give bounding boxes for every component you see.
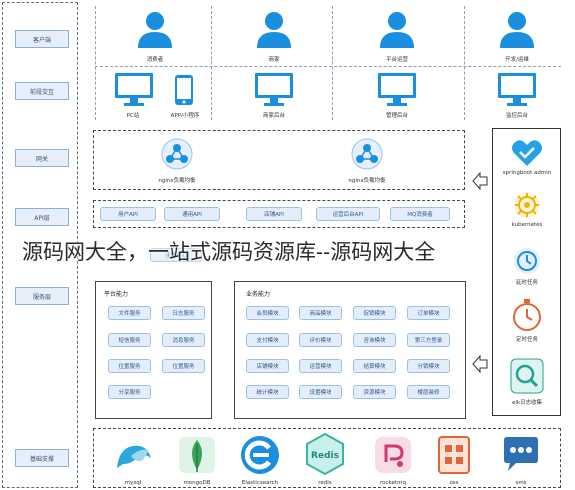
nginx-icon — [160, 137, 194, 175]
business-module: 咨询模块 — [353, 333, 396, 347]
timer-task-icon — [512, 298, 542, 336]
oss-icon — [436, 434, 472, 480]
business-module: 订单模块 — [407, 306, 450, 320]
phone-icon — [174, 74, 194, 110]
api-common: 通用API — [164, 207, 220, 221]
sms-icon — [500, 434, 542, 478]
ops-timer-task: 定时任务 — [515, 337, 538, 343]
separator — [95, 6, 96, 120]
consumer-user-icon — [136, 10, 174, 54]
mongodb-icon — [176, 434, 218, 480]
platform-module: 位置服务 — [108, 359, 151, 373]
infra-mysql: mysql — [124, 480, 142, 486]
devops-user-icon — [498, 10, 536, 54]
gateway-nginx-2: nginx负载均衡 — [348, 178, 386, 184]
business-module: 资源模块 — [353, 385, 396, 399]
merchant-monitor-icon — [254, 72, 294, 112]
api-box — [93, 200, 465, 228]
frontend-monitoring: 监控后台 — [505, 113, 528, 119]
ops-springboot-admin: springboot admin — [502, 170, 552, 176]
platform-module: 位置服务 — [162, 359, 205, 373]
nginx-icon — [350, 137, 384, 175]
platform-module: 消息服务 — [162, 333, 205, 347]
client-operator: 平台运营 — [385, 57, 408, 63]
monitoring-monitor-icon — [497, 72, 537, 112]
infra-rocketmq: rocketmq — [380, 480, 406, 486]
business-module: 商品模块 — [299, 306, 342, 320]
business-module: 结算模块 — [353, 359, 396, 373]
layer-gateway: 网关 — [15, 149, 69, 167]
api-user: 用户API — [100, 207, 156, 221]
separator — [464, 6, 465, 120]
business-module: 分销模块 — [407, 359, 450, 373]
infra-oss: oss — [449, 480, 459, 486]
business-module: 评价模块 — [299, 333, 342, 347]
watermark-text: 源码网大全，一站式源码资源库--源码网大全 — [22, 240, 436, 264]
ops-box — [492, 128, 561, 416]
frontend-app: APP/小程序 — [170, 113, 200, 119]
platform-title: 平台能力 — [104, 291, 129, 298]
business-module: 第三方登录 — [407, 333, 450, 347]
business-module: 支付模块 — [246, 333, 289, 347]
client-devops: 开发/运维 — [505, 57, 529, 63]
kubernetes-icon — [512, 190, 542, 224]
redis-icon: Redis — [304, 432, 346, 480]
separator — [95, 66, 561, 67]
frontend-pc: PC站 — [126, 113, 140, 119]
platform-module: 日志服务 — [162, 306, 205, 320]
delay-task-icon — [512, 246, 542, 280]
business-module: 统计模块 — [246, 385, 289, 399]
layer-service: 服务层 — [15, 287, 69, 305]
springboot-admin-icon — [511, 138, 543, 172]
client-consumer: 消费者 — [146, 57, 164, 63]
arrow-left-icon — [472, 354, 488, 377]
layer-api: API层 — [15, 208, 69, 226]
business-module: 会员模块 — [246, 306, 289, 320]
ops-delay-task: 延时任务 — [515, 280, 538, 286]
mysql-icon — [113, 434, 155, 480]
frontend-management: 管理后台 — [385, 113, 408, 119]
business-title: 业务能力 — [246, 291, 271, 298]
elk-icon — [510, 358, 544, 398]
admin-monitor-icon — [377, 72, 417, 112]
pc-monitor-icon — [114, 72, 154, 112]
ops-kubernetes: kubernetes — [511, 222, 543, 228]
api-store: 店铺API — [246, 207, 302, 221]
api-operation: 运营后台API — [316, 207, 380, 221]
layer-infra: 基础支撑 — [15, 449, 69, 467]
merchant-user-icon — [255, 10, 293, 54]
svg-text:Redis: Redis — [311, 451, 339, 461]
rocketmq-icon — [372, 434, 414, 480]
client-merchant: 商家 — [268, 57, 280, 63]
business-module: 楼层装修 — [407, 385, 450, 399]
infra-box — [93, 428, 561, 488]
operator-user-icon — [378, 10, 416, 54]
business-module: 设置模块 — [299, 385, 342, 399]
business-module: 店铺模块 — [246, 359, 289, 373]
infra-sms: sms — [515, 480, 527, 486]
separator — [211, 6, 212, 120]
registry-center: 注册中心 — [150, 248, 202, 262]
business-module: 促销模块 — [353, 306, 396, 320]
gateway-box — [93, 130, 465, 190]
platform-module: 分享服务 — [108, 385, 151, 399]
frontend-merchant-admin: 商家后台 — [262, 113, 285, 119]
platform-module: 短信服务 — [108, 333, 151, 347]
api-mq: MQ消费者 — [390, 207, 450, 221]
ops-elk: elk日志收集 — [511, 400, 543, 406]
separator — [332, 6, 333, 120]
infra-redis: redis — [318, 480, 332, 486]
business-module: 运营模块 — [299, 359, 342, 373]
platform-module: 文件服务 — [108, 306, 151, 320]
elasticsearch-icon — [239, 434, 281, 480]
infra-mongodb: mongoDB — [183, 480, 211, 486]
layer-client: 客户端 — [15, 30, 69, 48]
arrow-left-icon — [472, 171, 488, 194]
layer-column — [2, 2, 78, 488]
infra-elasticsearch: Elasticsearch — [241, 480, 279, 486]
gateway-nginx-1: nginx负载均衡 — [158, 178, 196, 184]
layer-frontend: 前段交互 — [15, 82, 69, 100]
